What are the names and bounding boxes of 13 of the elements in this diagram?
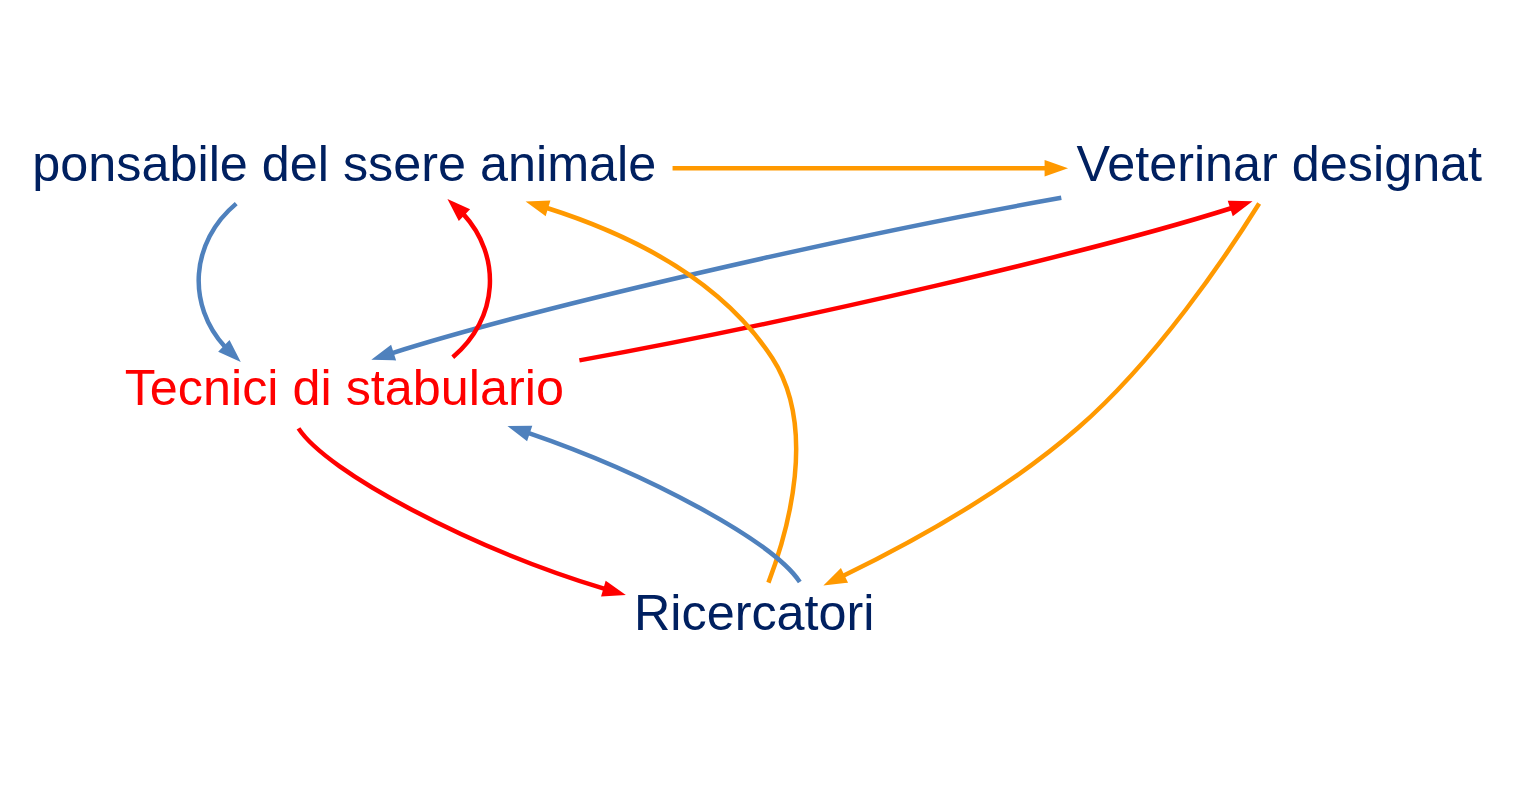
arrow	[196, 202, 241, 362]
arrow	[507, 425, 802, 584]
node-text: Ricercatori	[633, 584, 875, 642]
arrow	[525, 200, 799, 584]
arrow	[579, 200, 1253, 363]
node-text: Tecnici di stabulario	[124, 359, 564, 417]
arrow	[672, 160, 1068, 177]
arrow	[296, 426, 626, 597]
node-text: ponsabile del ssere animale	[32, 134, 657, 192]
node-text: Veterinar designat	[1076, 134, 1483, 192]
arrow	[823, 202, 1262, 586]
arrow	[447, 198, 492, 359]
arrow	[371, 195, 1062, 361]
